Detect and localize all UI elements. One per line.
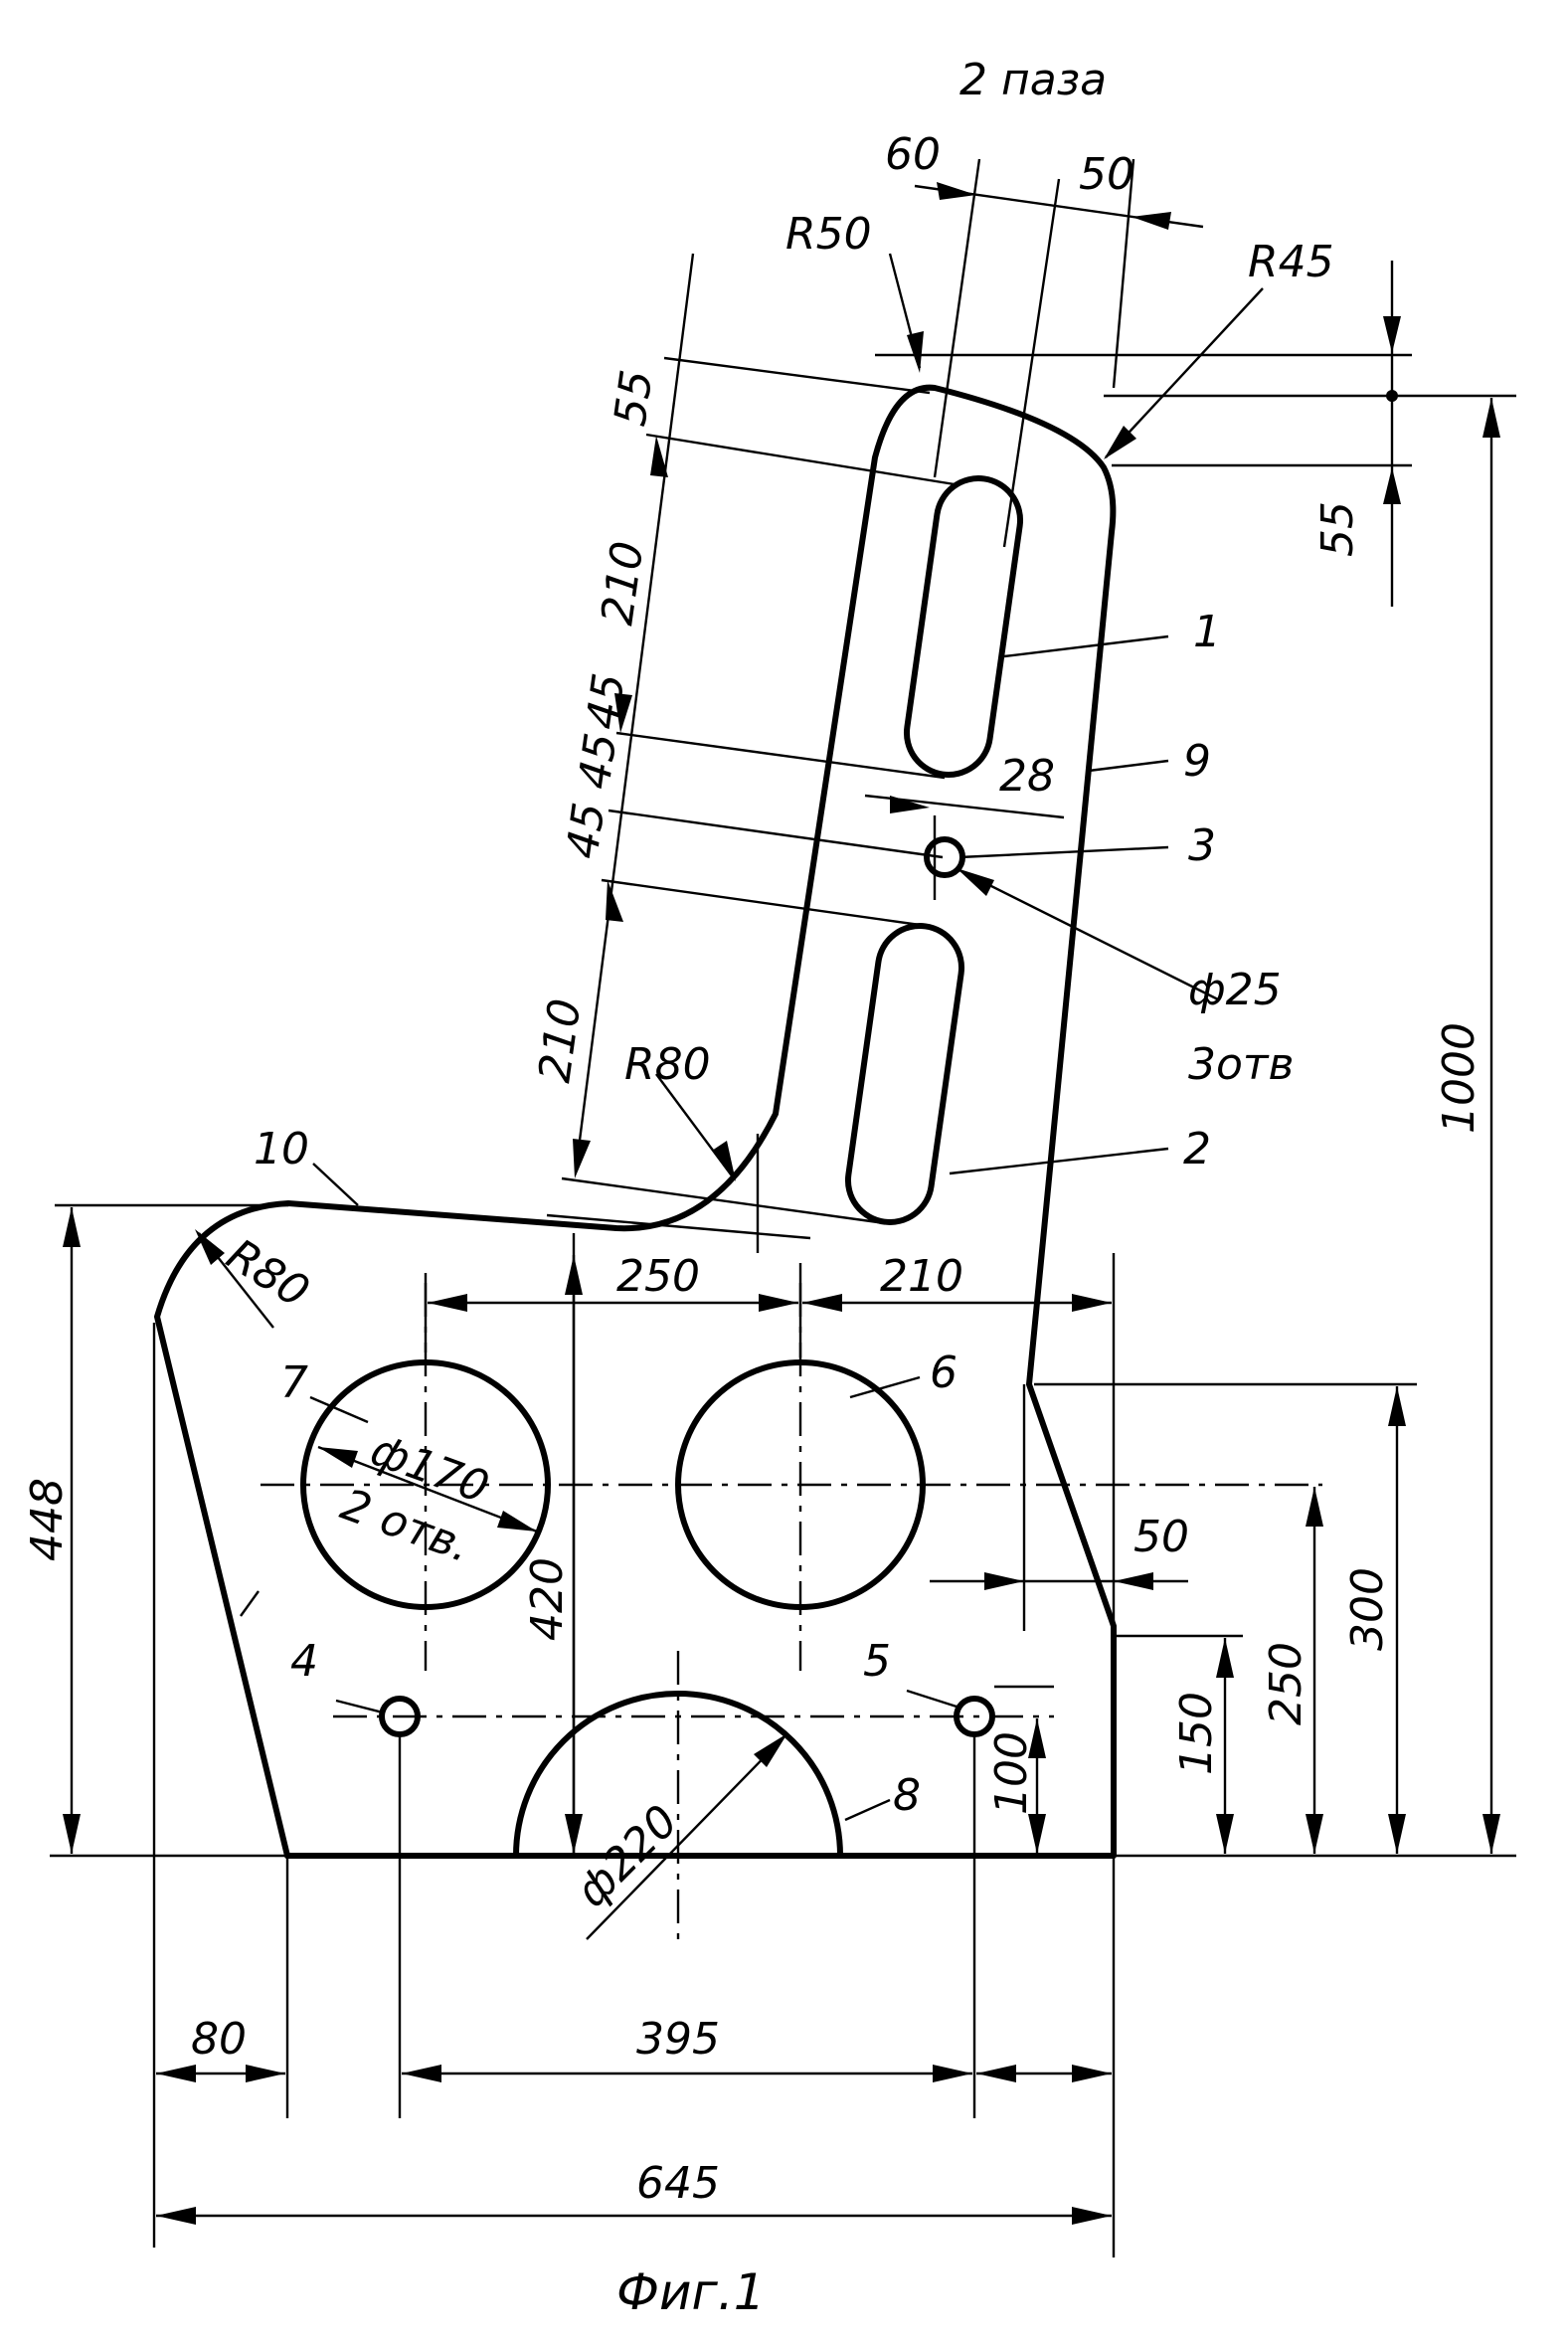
slots-note: 2 паза xyxy=(959,55,1107,105)
radius-seat-outer-label: R80 xyxy=(218,1229,317,1318)
slot-length-lower-label: 210 xyxy=(529,995,591,1085)
callout-2: 2 xyxy=(1183,1124,1211,1174)
radius-top-left-label: R50 xyxy=(785,209,872,260)
dimension-labels: 2 паза 60 50 R50 R45 55 55 210 45 45 45 … xyxy=(22,55,1484,2209)
height-150-label: 150 xyxy=(1171,1692,1222,1775)
radius-seat-inner-label: R80 xyxy=(624,1039,711,1090)
offset-top-left-label: 55 xyxy=(605,367,662,430)
center-lines xyxy=(261,815,1322,1949)
slot-pitch-left-label: 60 xyxy=(885,129,941,180)
callout-9: 9 xyxy=(1183,736,1211,787)
step-50-label: 50 xyxy=(1133,1512,1189,1562)
total-width-645-label: 645 xyxy=(636,2158,720,2209)
spacing-a-label: 45 xyxy=(569,730,626,793)
height-300-label: 300 xyxy=(1342,1567,1393,1651)
callout-7: 7 xyxy=(280,1357,308,1408)
span-210-label: 210 xyxy=(880,1251,963,1302)
spacing-b-label: 45 xyxy=(577,670,634,733)
height-250-label: 250 xyxy=(1261,1642,1311,1725)
slot-upper xyxy=(902,473,1026,781)
height-420-label: 420 xyxy=(522,1557,573,1641)
offset-top-right-label: 55 xyxy=(1312,501,1363,557)
hole-3 xyxy=(927,839,962,875)
callout-6: 6 xyxy=(930,1348,958,1398)
slot-length-upper-label: 210 xyxy=(592,538,653,628)
callout-5: 5 xyxy=(863,1636,891,1687)
total-height-label: 1000 xyxy=(1434,1022,1484,1134)
seat-height-label: 448 xyxy=(22,1478,73,1561)
callout-3: 3 xyxy=(1188,820,1216,871)
spacing-c-label: 45 xyxy=(557,800,614,862)
slot-lower xyxy=(843,921,967,1228)
callout-10: 10 xyxy=(254,1124,309,1174)
height-100-label: 100 xyxy=(986,1731,1037,1815)
callout-8: 8 xyxy=(893,1770,921,1821)
hole-count-label: 3отв xyxy=(1188,1039,1294,1090)
callout-1: 1 xyxy=(1193,607,1221,657)
figure-caption: Фиг.1 xyxy=(616,2263,766,2321)
hole-spacing-label: 28 xyxy=(999,751,1055,802)
radius-top-right-label: R45 xyxy=(1248,237,1334,287)
base-offset-80-label: 80 xyxy=(191,2014,247,2065)
slot-pitch-right-label: 50 xyxy=(1079,149,1134,200)
hole-diameter-label: ф25 xyxy=(1188,965,1282,1015)
extension-lines xyxy=(50,159,1516,2257)
span-250-label: 250 xyxy=(616,1251,700,1302)
hole-span-395-label: 395 xyxy=(636,2014,720,2065)
callout-4: 4 xyxy=(290,1636,318,1687)
